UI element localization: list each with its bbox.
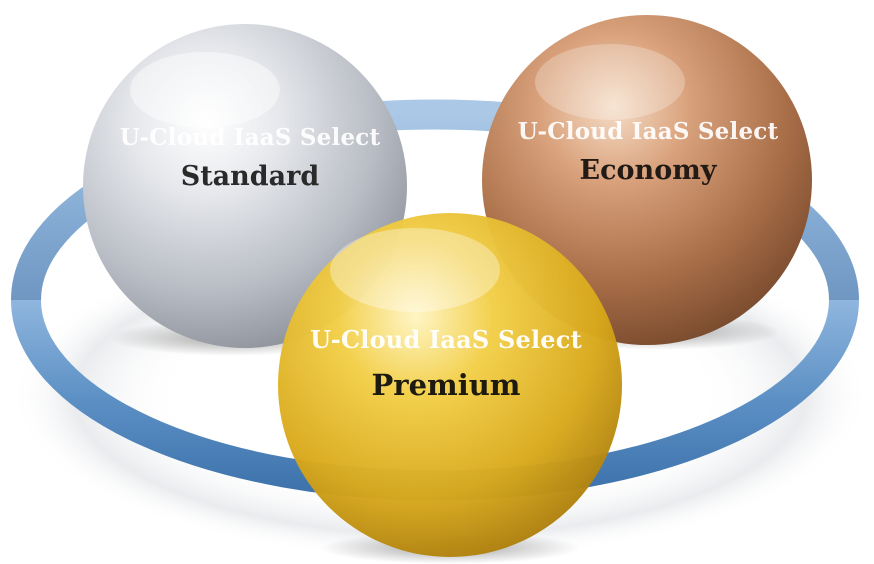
premium-sphere (278, 213, 622, 557)
economy-brand-text: U-Cloud IaaS Select (517, 118, 779, 145)
standard-highlight (130, 52, 280, 128)
economy-label: U-Cloud IaaS Select Economy (478, 118, 818, 186)
premium-label: U-Cloud IaaS Select Premium (276, 325, 616, 402)
economy-highlight (535, 44, 685, 120)
premium-brand-text: U-Cloud IaaS Select (310, 325, 582, 354)
standard-brand-text: U-Cloud IaaS Select (119, 124, 381, 151)
premium-highlight (330, 228, 500, 312)
economy-tier-text: Economy (579, 155, 717, 186)
premium-tier-text: Premium (371, 368, 521, 402)
standard-label: U-Cloud IaaS Select Standard (80, 124, 420, 192)
standard-tier-text: Standard (180, 161, 320, 192)
